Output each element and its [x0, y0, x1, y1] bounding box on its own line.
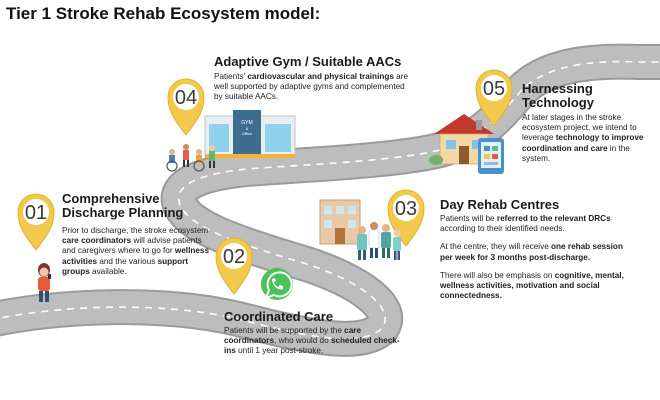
- emphasis-text: one rehab session per week for 3 months …: [440, 242, 623, 262]
- gym-sign-line3: Office: [242, 131, 253, 136]
- diagram-title: Tier 1 Stroke Rehab Ecosystem model:: [6, 4, 321, 23]
- gym-building-icon: GYM & Office: [204, 110, 296, 158]
- pin-number-01: 01: [25, 202, 47, 224]
- pin-04: 04: [167, 78, 205, 136]
- emphasis-text: care coordinators: [62, 236, 132, 246]
- chat-phone-icon: [261, 268, 293, 300]
- body-text: will advise patients and caregivers wher…: [62, 236, 202, 256]
- pin-number-04: 04: [175, 87, 197, 109]
- step-02-title: Coordinated Care: [224, 309, 334, 324]
- emphasis-text: care coordinators: [224, 326, 362, 346]
- pin-03: 03: [387, 189, 425, 247]
- body-text: until 1 year post-stroke.: [235, 346, 324, 356]
- step-paragraph: At later stages in the stroke ecosystem …: [522, 113, 654, 164]
- tablet-technology-icon: [478, 138, 504, 174]
- step-paragraph: Prior to discharge, the stroke ecosystem…: [62, 226, 214, 277]
- gym-sign-line2: &: [246, 126, 249, 131]
- rehab-centre-building-icon: [319, 199, 361, 245]
- body-text: At the centre, they will receive: [440, 242, 552, 252]
- body-text: Patients will be supported by the: [224, 326, 345, 335]
- pin-number-05: 05: [483, 78, 505, 100]
- gym-sign-line1: GYM: [241, 120, 252, 126]
- pin-02: 02: [215, 237, 253, 295]
- step-04-title: Adaptive Gym / Suitable AACs: [214, 54, 402, 69]
- step-03-description: Patients will be referred to the relevan…: [440, 214, 626, 301]
- pin-number-02: 02: [223, 246, 245, 268]
- step-04-description: Patients’ cardiovascular and physical tr…: [214, 72, 414, 103]
- body-text: Patients will be: [440, 214, 497, 223]
- emphasis-text: technology to improve coordination and c…: [522, 133, 644, 153]
- body-text: Prior to discharge, the stroke ecosystem: [62, 226, 209, 235]
- emphasis-text: referred to the relevant DRCs: [496, 214, 611, 223]
- step-01-description: Prior to discharge, the stroke ecosystem…: [62, 226, 214, 277]
- pin-05: 05: [475, 69, 513, 127]
- step-paragraph: At the centre, they will receive one reh…: [440, 242, 626, 262]
- emphasis-text: wellness activities: [62, 246, 210, 266]
- pin-01: 01: [17, 193, 55, 251]
- body-text: , who would do: [274, 336, 331, 346]
- patients-icon: [166, 144, 215, 172]
- body-text: are well supported by adaptive gyms and …: [214, 72, 409, 102]
- body-text: At later stages in the stroke ecosystem …: [522, 113, 637, 143]
- step-05-description: At later stages in the stroke ecosystem …: [522, 113, 654, 164]
- body-text: according to their identified needs.: [440, 224, 565, 234]
- emphasis-text: cognitive, mental, wellness activities, …: [440, 270, 624, 301]
- medical-staff-icon: [357, 222, 401, 260]
- body-text: Patients’: [214, 72, 248, 81]
- care-coordinator-icon: [38, 263, 51, 302]
- body-text: available.: [89, 266, 127, 276]
- pin-number-03: 03: [395, 198, 417, 220]
- emphasis-text: cardiovascular and physical trainings: [247, 72, 394, 81]
- body-text: There will also be emphasis on: [440, 270, 555, 280]
- road-lane-line: [0, 60, 660, 340]
- emphasis-text: support groups: [62, 256, 189, 276]
- step-paragraph: Patients will be supported by the care c…: [224, 326, 400, 357]
- step-paragraph: There will also be emphasis on cognitive…: [440, 271, 626, 302]
- step-02-description: Patients will be supported by the care c…: [224, 326, 400, 357]
- step-03-title: Day Rehab Centres: [440, 197, 560, 212]
- body-text: and the various: [97, 256, 158, 266]
- body-text: in the system.: [522, 143, 630, 163]
- step-paragraph: Patients’ cardiovascular and physical tr…: [214, 72, 414, 103]
- emphasis-text: scheduled check- ins: [224, 336, 400, 356]
- step-paragraph: Patients will be referred to the relevan…: [440, 214, 626, 234]
